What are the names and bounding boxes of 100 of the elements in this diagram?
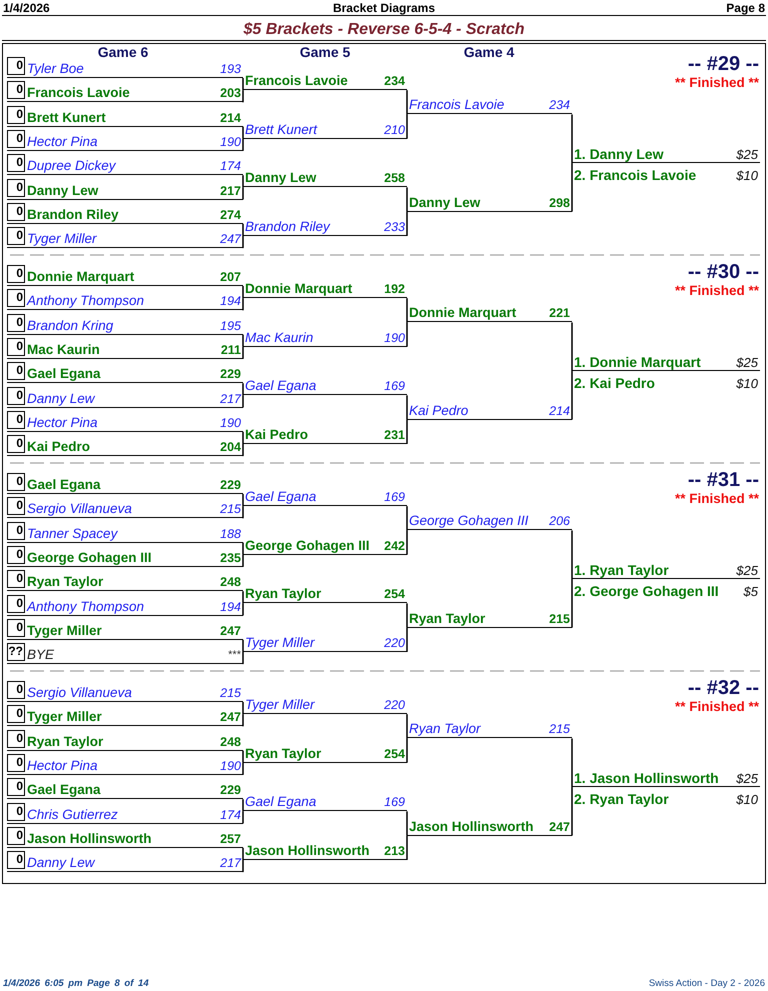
player-entry-row (7, 410, 243, 432)
bracket-connector (242, 554, 244, 567)
handicap-box: 0 (7, 497, 25, 516)
score: 254 (384, 587, 406, 602)
player-name: Gael Egana (244, 489, 318, 506)
bracket-connector (406, 418, 408, 444)
player-entry-row (7, 594, 243, 616)
player-entry-row (7, 618, 243, 640)
bracket-connector (571, 370, 573, 420)
player-name: Jason Hollinsworth (408, 818, 535, 835)
player-name: Dupree Dickey (26, 158, 117, 174)
handicap-box: 0 (7, 851, 25, 870)
player-entry-row (7, 472, 243, 494)
player-name: Donnie Marquart (26, 269, 136, 285)
bracket-connector (242, 443, 244, 456)
bracket-connector (242, 602, 244, 616)
prize-amount: $25 (736, 771, 759, 786)
player-entry-row (7, 520, 243, 543)
bracket-connector (571, 786, 573, 836)
handicap-box: 0 (7, 754, 25, 772)
bracket-number: -- #31 -- (688, 469, 759, 492)
player-name: Danny Lew (408, 194, 482, 211)
handicap-box: ?? (7, 643, 25, 662)
player-entry-row (7, 752, 243, 775)
header-title: Bracket Diagrams (332, 1, 436, 15)
handicap-box: 0 (7, 265, 25, 283)
score: 229 (220, 478, 242, 493)
handicap-box: 0 (7, 473, 25, 491)
prize-amount: $25 (736, 563, 759, 578)
player-name: Francois Lavoie (244, 73, 349, 90)
player-name: Hector Pina (26, 758, 99, 774)
place-name: 2. Kai Pedro (573, 375, 656, 392)
player-name: Gael Egana (26, 366, 102, 382)
score: 274 (220, 208, 242, 223)
place-name: 1. Jason Hollinsworth (573, 770, 720, 786)
player-entry-row (7, 288, 243, 310)
player-entry-row (7, 544, 243, 567)
prize-amount: $25 (736, 147, 759, 162)
footer-event: Swiss Action - Day 2 - 2026 (648, 978, 765, 989)
bracket-connector (242, 89, 244, 102)
bracket-connector (242, 175, 244, 188)
bracket-connector (242, 138, 244, 151)
player-name: Gael Egana (244, 794, 318, 810)
player-entry-row (7, 826, 243, 848)
bracket-connector (242, 848, 244, 861)
score: 190 (220, 134, 242, 150)
bracket-connector (406, 187, 408, 212)
bracket-connector (571, 114, 573, 164)
handicap-box: 0 (7, 130, 25, 148)
bracket-connector (242, 224, 244, 237)
handicap-box: 0 (7, 594, 25, 612)
player-name: Donnie Marquart (244, 281, 354, 298)
bracket-connector (406, 322, 408, 347)
handicap-box: 0 (7, 546, 25, 564)
score: 221 (549, 306, 571, 322)
bracket-connector (406, 811, 408, 836)
player-name: Ryan Taylor (244, 586, 322, 602)
player-entry-row (7, 226, 243, 248)
player-name: Gael Egana (244, 378, 318, 394)
player-entry-row (7, 680, 243, 702)
player-name: Ryan Taylor (26, 734, 104, 750)
score: 169 (384, 379, 406, 394)
bracket-connector (242, 750, 244, 764)
score: 190 (220, 416, 242, 431)
player-name: Tyger Miller (26, 709, 103, 726)
handicap-box: 0 (7, 338, 25, 356)
bracket-connector (242, 591, 244, 604)
player-name: George Gohagen III (408, 513, 530, 530)
score: 215 (549, 612, 571, 627)
score: 203 (220, 86, 242, 102)
prize-amount: $25 (736, 355, 759, 370)
score: 217 (220, 184, 242, 198)
handicap-box: 0 (7, 386, 25, 404)
bracket-connector (406, 395, 408, 420)
player-name: Ryan Taylor (408, 610, 486, 627)
score: 229 (220, 367, 242, 382)
player-entry-row (7, 202, 243, 224)
score: 190 (220, 758, 242, 774)
player-name: Brett Kunert (244, 122, 318, 138)
handicap-box: 0 (7, 289, 25, 308)
bracket-connector (406, 738, 408, 763)
handicap-box: 0 (7, 618, 25, 637)
score: 257 (220, 832, 242, 847)
page-number: Page 8 (726, 1, 765, 15)
score: 188 (220, 526, 242, 542)
player-entry-row (7, 104, 243, 127)
player-name: Ryan Taylor (408, 721, 482, 738)
player-name: Francois Lavoie (408, 97, 506, 114)
score: 206 (549, 514, 571, 530)
player-entry-row (7, 128, 243, 151)
score: 247 (549, 820, 571, 835)
player-entry-row (7, 80, 243, 102)
bracket-connector (242, 297, 244, 310)
bracket-connector (406, 626, 408, 652)
prize-amount: $5 (744, 584, 759, 600)
player-entry-row (7, 642, 243, 664)
score: 242 (384, 538, 406, 554)
player-name: Brandon Kring (26, 318, 114, 334)
player-name: Danny Lew (26, 390, 96, 406)
score: 215 (220, 502, 242, 518)
